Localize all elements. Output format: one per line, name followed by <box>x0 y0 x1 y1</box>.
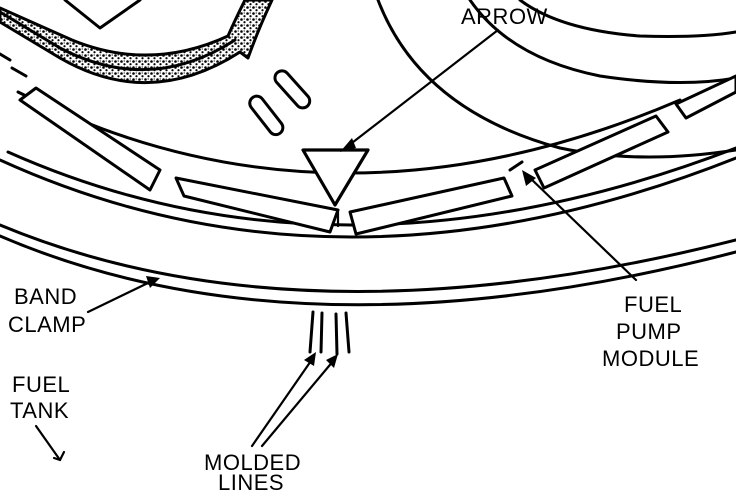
label-arrow: ARROW <box>461 4 548 29</box>
labels: ARROW BAND CLAMP FUEL PUMP MODULE FUEL T… <box>8 4 699 492</box>
label-molded-lines-line-2: LINES <box>218 470 284 492</box>
module-rim <box>0 90 736 307</box>
stippled-seal <box>0 0 274 85</box>
module-tick <box>508 160 524 172</box>
label-fuel-tank-line-1: FUEL <box>12 372 70 397</box>
label-band-clamp-line-2: CLAMP <box>8 312 86 337</box>
leader-arrows <box>34 28 638 462</box>
rim-slots <box>18 74 736 236</box>
label-fuel-pump-module-line-2: PUMP <box>616 319 682 344</box>
label-fuel-pump-module-line-1: FUEL <box>624 292 682 317</box>
label-fuel-pump-module-line-3: MODULE <box>602 346 699 371</box>
label-band-clamp-line-1: BAND <box>14 284 77 309</box>
molded-lines-marks <box>308 310 351 356</box>
face-slots <box>248 69 312 137</box>
alignment-triangle <box>301 148 370 207</box>
label-fuel-tank-line-2: TANK <box>10 398 69 423</box>
top-arcs <box>376 0 736 159</box>
label-molded-lines-line-1: MOLDED <box>204 450 301 475</box>
